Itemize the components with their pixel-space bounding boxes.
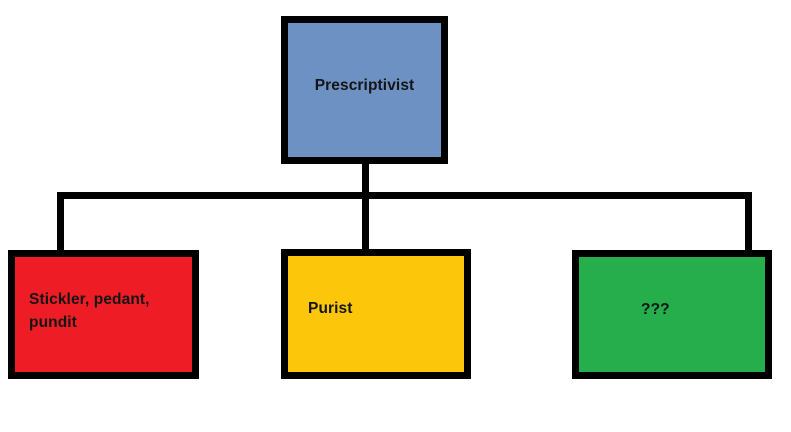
connector-stem-root-to-bus [362,160,369,199]
node-child-unknown[interactable]: ??? [572,250,772,379]
connector-drop-to-child-1 [57,192,64,254]
connector-drop-to-child-2 [362,192,369,254]
node-child-stickler-pedant-pundit[interactable]: Stickler, pedant, pundit [8,250,199,379]
node-child-purist[interactable]: Purist [281,249,471,379]
node-root-prescriptivist[interactable]: Prescriptivist [281,16,448,164]
node-child-2-label: Purist [308,299,353,317]
node-child-1-label: Stickler, pedant, pundit [29,291,150,331]
connector-horizontal-bus [57,192,752,199]
connector-drop-to-child-3 [745,192,752,254]
node-child-3-label: ??? [641,301,670,319]
node-root-label: Prescriptivist [314,76,415,94]
